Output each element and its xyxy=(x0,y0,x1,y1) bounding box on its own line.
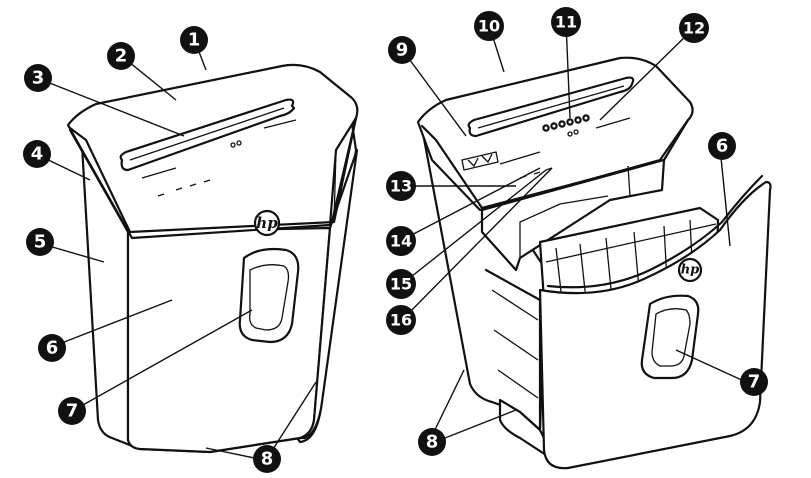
callout-7-right: 7 xyxy=(740,368,768,396)
callout-5: 5 xyxy=(26,228,54,256)
brand-logo-right xyxy=(677,257,703,283)
callout-15: 15 xyxy=(386,269,416,299)
svg-text:12: 12 xyxy=(683,19,705,38)
svg-text:8: 8 xyxy=(426,432,439,453)
svg-text:10: 10 xyxy=(478,17,500,36)
callout-9: 9 xyxy=(388,36,416,64)
brand-logo-text-left: hp xyxy=(256,214,278,232)
shredder-closed: hp xyxy=(66,63,359,454)
svg-text:6: 6 xyxy=(716,136,729,157)
svg-text:9: 9 xyxy=(396,40,409,61)
svg-text:13: 13 xyxy=(390,177,412,196)
callout-12: 12 xyxy=(679,13,709,43)
shredder-open: hp xyxy=(416,56,772,470)
svg-text:16: 16 xyxy=(390,311,412,330)
svg-text:8: 8 xyxy=(261,449,274,470)
svg-text:11: 11 xyxy=(555,13,577,32)
svg-text:4: 4 xyxy=(31,144,44,165)
callout-8-left: 8 xyxy=(253,445,281,473)
paper-slot-left xyxy=(119,98,296,172)
indicator-panel xyxy=(461,151,499,171)
callout-2: 2 xyxy=(107,42,135,70)
callout-6-left: 6 xyxy=(38,334,66,362)
callout-4: 4 xyxy=(23,140,51,168)
callout-13: 13 xyxy=(386,171,416,201)
callout-3: 3 xyxy=(24,64,52,92)
svg-text:15: 15 xyxy=(390,275,412,294)
callout-badges: 1 2 3 4 5 6 7 8 9 10 11 12 13 14 15 16 6… xyxy=(23,7,768,473)
callout-10: 10 xyxy=(474,11,504,41)
svg-text:2: 2 xyxy=(115,46,128,67)
callout-11: 11 xyxy=(551,7,581,37)
brand-logo-left xyxy=(253,209,281,237)
callout-6-right: 6 xyxy=(708,132,736,160)
svg-text:14: 14 xyxy=(390,232,412,251)
callout-lines xyxy=(39,21,747,461)
svg-text:5: 5 xyxy=(34,232,47,253)
callout-1: 1 xyxy=(180,26,208,54)
callout-7-left: 7 xyxy=(58,397,86,425)
svg-text:6: 6 xyxy=(46,338,59,359)
svg-text:1: 1 xyxy=(188,30,201,51)
callout-14: 14 xyxy=(386,226,416,256)
svg-text:7: 7 xyxy=(748,372,761,393)
svg-text:7: 7 xyxy=(66,401,79,422)
callout-8-right: 8 xyxy=(418,428,446,456)
callout-16: 16 xyxy=(386,305,416,335)
brand-logo-text-right: hp xyxy=(681,263,700,278)
svg-text:3: 3 xyxy=(32,68,45,89)
paper-slot-right xyxy=(467,76,635,138)
control-buttons xyxy=(542,114,590,132)
